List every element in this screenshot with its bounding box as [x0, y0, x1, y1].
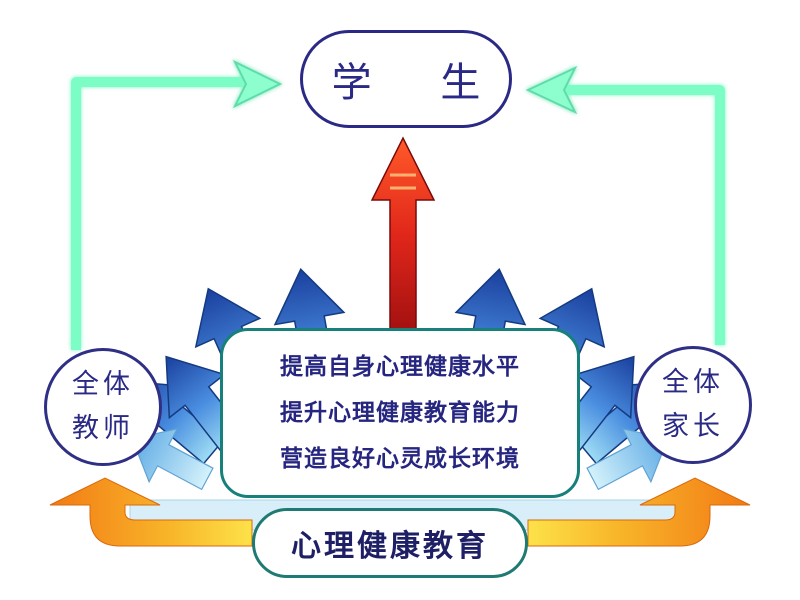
glow-arrowhead-left	[232, 59, 283, 109]
goals-box: 提高自身心理健康水平 提升心理健康教育能力 营造良好心灵成长环境	[220, 328, 580, 498]
orange-arrow-left	[49, 477, 253, 547]
mental-health-education-label: 心理健康教育	[291, 529, 489, 564]
teachers-line-1: 全体	[72, 369, 134, 400]
glow-arrow-left	[71, 77, 250, 350]
parents-line-1: 全体	[662, 367, 724, 398]
parents-line-2: 家长	[662, 411, 724, 442]
goal-line-3: 营造良好心灵成长环境	[280, 446, 520, 472]
teachers-line-2: 教师	[72, 413, 134, 444]
student-label: 学 生	[331, 60, 509, 106]
student-box: 学 生	[300, 30, 512, 128]
goal-line-2: 提升心理健康教育能力	[280, 400, 520, 426]
red-arrow	[370, 136, 436, 336]
goal-line-1: 提高自身心理健康水平	[280, 354, 520, 380]
glow-arrowhead-right	[525, 65, 578, 115]
parents-circle: 全体 家长	[634, 346, 752, 464]
orange-arrow-right	[527, 477, 751, 547]
mental-health-education-box: 心理健康教育	[252, 508, 528, 578]
teachers-circle: 全体 教师	[44, 348, 162, 466]
glow-arrow-right	[560, 85, 725, 345]
orange-arrows	[49, 477, 751, 547]
glow-arrows	[71, 59, 725, 350]
